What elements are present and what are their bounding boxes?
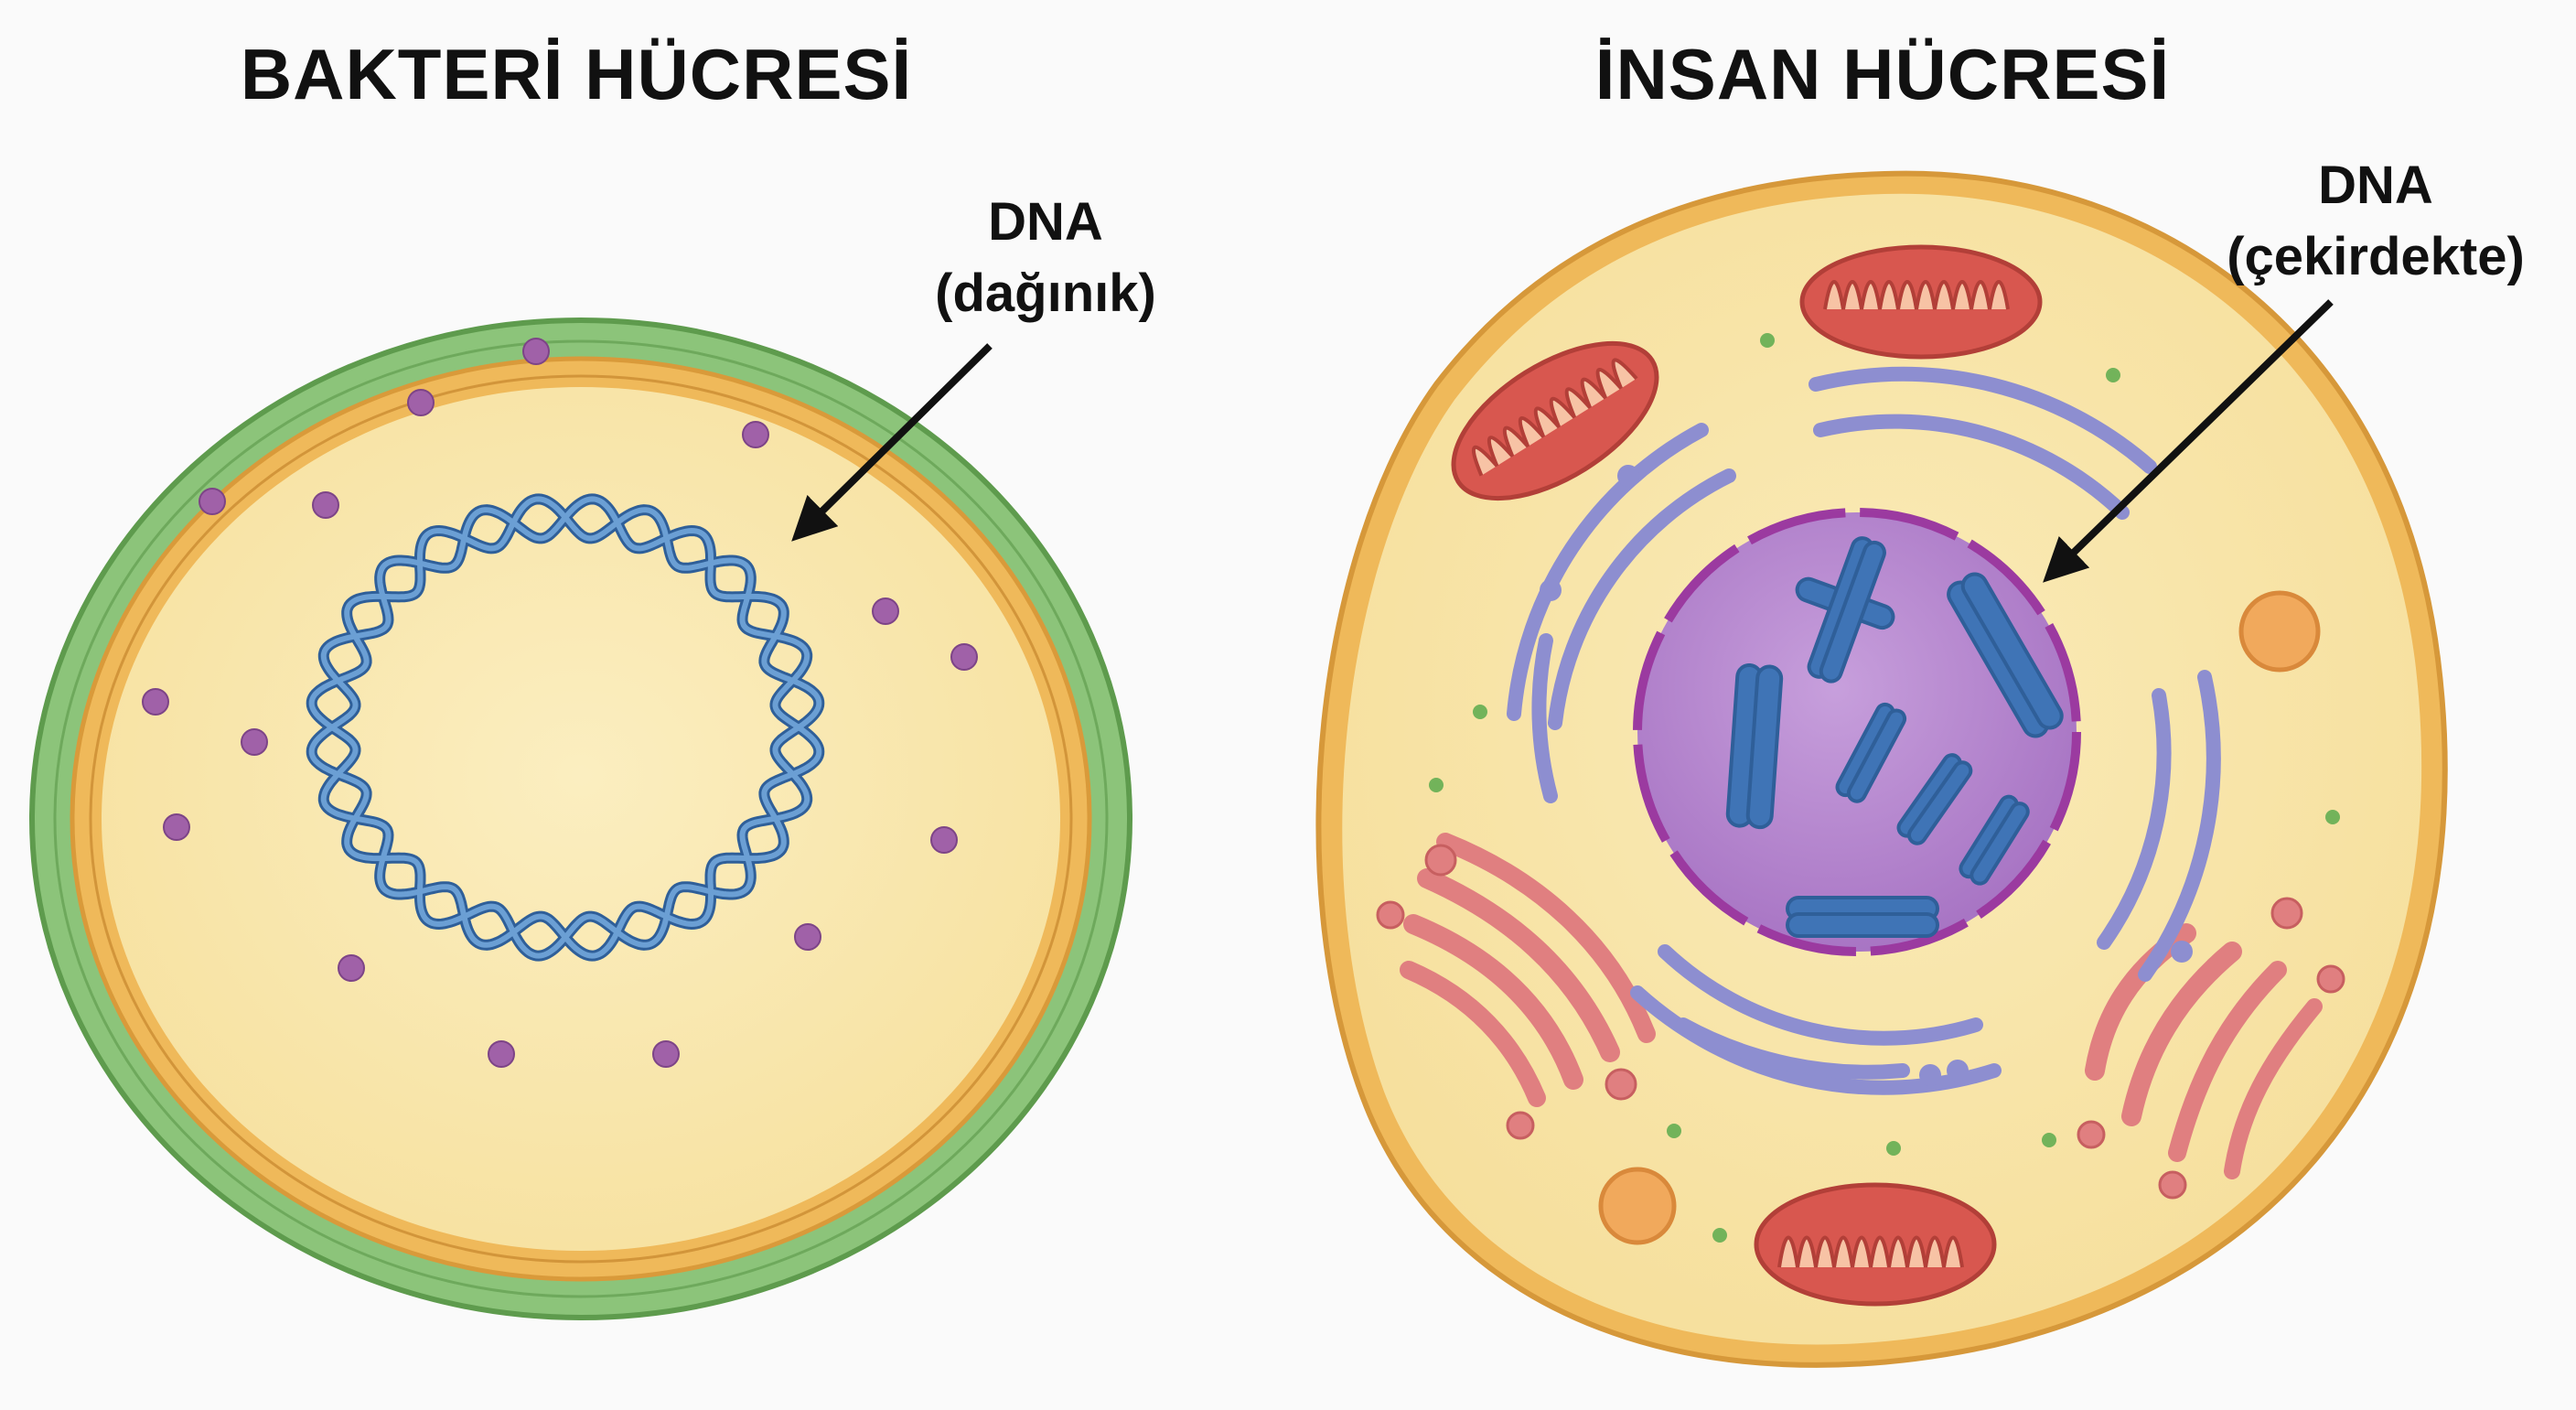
- ribosome: [338, 954, 365, 982]
- mitochondrion-cristae: [1823, 280, 2010, 310]
- ribosome: [142, 688, 169, 716]
- er-cisterna: [2138, 670, 2221, 982]
- chromosome: [1786, 896, 1939, 938]
- mitochondrion-top: [1799, 244, 2043, 360]
- chromosome: [1947, 572, 2064, 738]
- human-cell: DNA (çekirdekte): [1315, 156, 2525, 1368]
- granule: [2325, 810, 2340, 824]
- vesicle: [2238, 590, 2321, 673]
- golgi-vesicle: [2270, 897, 2303, 930]
- golgi-vesicle: [1424, 844, 1457, 877]
- human-title: İNSAN HÜCRESİ: [1595, 34, 2170, 114]
- golgi-cisterna: [1436, 833, 1656, 1043]
- er-cisterna: [1658, 944, 1983, 1046]
- granule: [2106, 368, 2120, 382]
- golgi-vesicle: [2316, 964, 2345, 994]
- bacteria-cell: DNA (dağınık): [29, 192, 1156, 1320]
- golgi-cisterna: [2168, 961, 2287, 1162]
- er-cisterna: [1507, 423, 1709, 721]
- mitochondrion-cristae: [1471, 358, 1638, 477]
- er-vesicle: [1919, 1064, 1941, 1086]
- golgi-vesicle: [1376, 900, 1405, 930]
- ribosome: [241, 728, 268, 756]
- mitochondrion-cristae: [1777, 1235, 1964, 1268]
- er-cisterna: [1813, 414, 2130, 520]
- vesicle: [1598, 1167, 1677, 1245]
- human-small-granules: [1429, 333, 2340, 1243]
- ribosome: [407, 389, 435, 416]
- granule: [1886, 1141, 1901, 1156]
- er-cisterna: [1531, 633, 1558, 803]
- bacteria-dna-arrow: [791, 343, 993, 542]
- er-cisterna: [2097, 688, 2172, 950]
- endoplasmic-reticulum: [1507, 366, 2221, 1095]
- dna-strand: [308, 496, 822, 959]
- bacteria-dna-label-line1: DNA: [988, 192, 1103, 252]
- golgi-cisterna: [2224, 998, 2323, 1179]
- ribosome: [930, 826, 958, 854]
- bacteria-circular-dna: [306, 493, 825, 962]
- er-cisterna: [1809, 366, 2157, 474]
- granule: [1712, 1228, 1727, 1243]
- er-vesicle: [1947, 1060, 1969, 1082]
- bacteria-membrane-line: [89, 374, 1073, 1264]
- er-vesicle: [1540, 579, 1562, 601]
- chromosome: [1896, 753, 1973, 845]
- golgi-cisterna: [1403, 914, 1583, 1090]
- golgi-vesicle: [2158, 1170, 2187, 1200]
- granule: [1429, 778, 1444, 792]
- golgi-vesicle: [1605, 1068, 1637, 1101]
- bacteria-title: BAKTERİ HÜCRESİ: [241, 34, 912, 114]
- mitochondrion-bottom: [1754, 1182, 1997, 1307]
- chromosome: [1959, 794, 2030, 886]
- er-cisterna: [1548, 468, 1736, 730]
- human-dna-arrow: [2043, 299, 2334, 583]
- ribosome: [872, 597, 899, 625]
- ribosome: [950, 643, 978, 671]
- bacteria-ribosomes: [142, 338, 978, 1068]
- ribosome: [199, 488, 226, 515]
- bacteria-cytoplasm: [102, 387, 1060, 1251]
- er-vesicle: [2171, 941, 2193, 963]
- ribosome: [652, 1040, 680, 1068]
- chromosome: [1795, 536, 1895, 683]
- ribosome: [522, 338, 550, 365]
- bacteria-cell-wall-inner-line: [53, 339, 1109, 1298]
- golgi-cisterna: [1400, 961, 1546, 1107]
- golgi-cisterna: [1417, 868, 1620, 1062]
- human-dna-label-line2: (çekirdekte): [2227, 227, 2525, 286]
- golgi-vesicle: [1506, 1111, 1535, 1140]
- chromosome: [1835, 702, 1907, 803]
- er-vesicle: [1617, 465, 1639, 487]
- chromosome: [1725, 662, 1784, 830]
- human-dna-label-line1: DNA: [2318, 156, 2433, 215]
- granule: [1760, 333, 1775, 348]
- granule: [1667, 1124, 1681, 1138]
- bacteria-dna-label-line2: (dağınık): [935, 264, 1156, 323]
- ribosome: [163, 813, 190, 841]
- ribosome: [742, 421, 769, 448]
- chromosomes: [1725, 536, 2064, 938]
- granule: [2042, 1133, 2056, 1147]
- ribosome: [794, 923, 821, 951]
- golgi-vesicle: [2077, 1120, 2106, 1149]
- er-cisterna: [1676, 1017, 1910, 1080]
- ribosome: [312, 491, 339, 519]
- golgi-cisterna: [2121, 942, 2242, 1126]
- golgi-left: [1376, 833, 1656, 1140]
- granule: [1473, 705, 1487, 719]
- mitochondrion-left: [1451, 340, 1659, 501]
- ribosome: [488, 1040, 515, 1068]
